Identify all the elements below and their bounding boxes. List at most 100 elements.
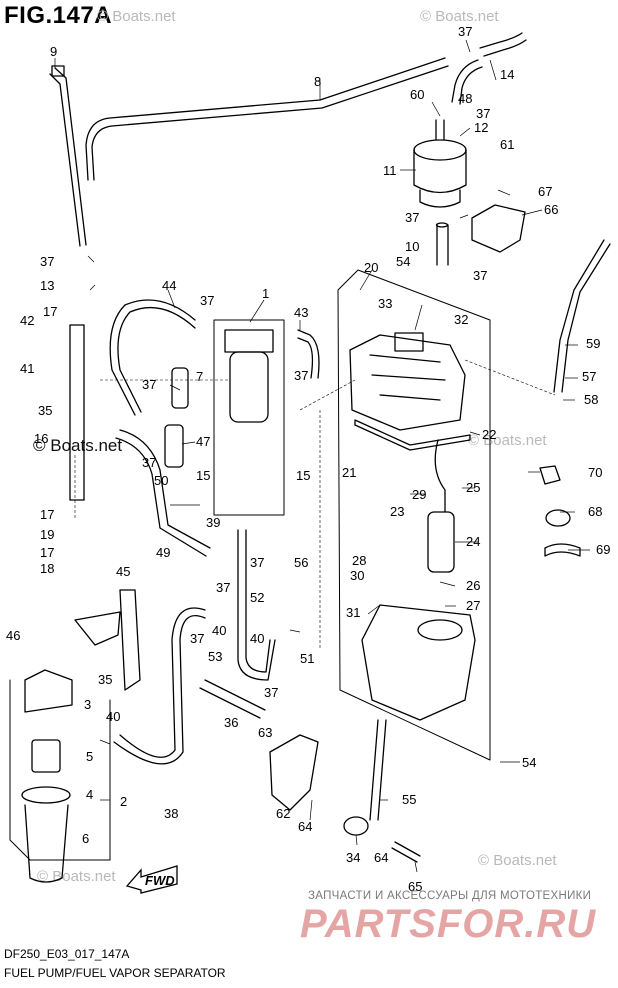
callout: 38	[164, 806, 178, 821]
callout: 64	[374, 850, 388, 865]
callout: 37	[142, 455, 156, 470]
hose-53	[237, 529, 276, 681]
hose-38-edge	[113, 614, 206, 765]
hose-48-edge	[459, 66, 483, 105]
callout: 55	[402, 792, 416, 807]
separator-cover-detail	[369, 354, 446, 401]
watermark-boats-net: © Boats.net	[97, 8, 176, 25]
float-chamber	[361, 604, 476, 721]
callout: 15	[296, 468, 310, 483]
callout: 35	[38, 403, 52, 418]
connector-7	[171, 367, 189, 409]
callout: 28	[352, 553, 366, 568]
callout: 7	[196, 369, 203, 384]
callout: 34	[346, 850, 360, 865]
callout: 56	[294, 555, 308, 570]
callout: 27	[466, 598, 480, 613]
callout: 37	[190, 631, 204, 646]
watermark-boats-net: © Boats.net	[420, 8, 499, 25]
hose-59-edge	[553, 239, 605, 393]
filter-11-top	[413, 139, 467, 161]
bracket-62	[269, 734, 319, 811]
callout: 9	[50, 44, 57, 59]
callout: 6	[82, 831, 89, 846]
clip-70	[539, 465, 561, 485]
grommet-68	[545, 509, 571, 527]
watermark-boats-net-dark: © Boats.net	[33, 436, 123, 455]
callout: 24	[466, 534, 480, 549]
bracket-45-plate	[74, 611, 121, 646]
callout: 41	[20, 361, 34, 376]
callout: 33	[378, 296, 392, 311]
model-code: DF250_E03_017_147A	[4, 947, 130, 961]
callout: 54	[522, 755, 536, 770]
tie-clip	[51, 65, 65, 77]
clamp-69	[544, 543, 581, 557]
hose-44	[109, 299, 196, 416]
callout: 57	[582, 369, 596, 384]
figure-caption: FUEL PUMP/FUEL VAPOR SEPARATOR	[4, 966, 226, 980]
callout: 26	[466, 578, 480, 593]
watermark-boats-net: © Boats.net	[478, 852, 557, 869]
advert-line: ЗАПЧАСТИ И АКСЕССУАРЫ ДЛЯ МОТОТЕХНИКИ	[308, 890, 592, 902]
callout: 32	[454, 312, 468, 327]
callout: 13	[40, 278, 54, 293]
callout: 12	[474, 120, 488, 135]
hose-36	[199, 679, 266, 719]
callout: 1	[262, 286, 269, 301]
callout: 37	[250, 555, 264, 570]
callout: 60	[410, 87, 424, 102]
callout: 20	[364, 260, 378, 275]
callout: 37	[216, 580, 230, 595]
cable-tie-9	[54, 67, 87, 246]
callout: 25	[466, 480, 480, 495]
hose-49-edge	[115, 437, 207, 557]
callout: 23	[390, 504, 404, 519]
callout: 64	[298, 819, 312, 834]
callout: 37	[476, 106, 490, 121]
hose-53-edge	[245, 529, 271, 673]
filter-bowl-6	[24, 804, 69, 883]
filter-neck	[435, 119, 445, 141]
pump-1-bracket	[213, 319, 285, 516]
callout: 67	[538, 184, 552, 199]
callout: 11	[383, 163, 397, 178]
callout: 37	[200, 293, 214, 308]
bracket-66	[471, 204, 526, 253]
callout: 70	[588, 465, 602, 480]
callout: 45	[116, 564, 130, 579]
callout: 61	[500, 137, 514, 152]
callout: 10	[405, 239, 419, 254]
bracket-2-frame	[9, 679, 111, 861]
callout: 69	[596, 542, 610, 557]
rail-16	[69, 324, 85, 501]
callout: 3	[84, 697, 91, 712]
pump-1-body	[229, 351, 269, 423]
callout: 59	[586, 336, 600, 351]
hose-48	[451, 59, 479, 103]
hose-14	[479, 32, 523, 49]
hose-8-edge	[91, 65, 449, 181]
hose-43-edge	[297, 337, 314, 379]
filter-5	[31, 739, 61, 773]
callout: 49	[156, 545, 170, 560]
callout: 36	[224, 715, 238, 730]
hose-38	[119, 607, 206, 758]
callout: 51	[300, 651, 314, 666]
connector-47	[164, 424, 184, 468]
separator-frame	[337, 269, 491, 761]
filter-11-body	[413, 149, 467, 194]
hose-8	[85, 57, 446, 181]
callout: 66	[544, 202, 558, 217]
hose-10	[436, 224, 449, 266]
callout: 47	[196, 434, 210, 449]
callout: 42	[20, 313, 34, 328]
hose-59	[561, 243, 611, 393]
hose-14-edge	[483, 39, 527, 57]
callout: 37	[40, 254, 54, 269]
callout: 37	[142, 377, 156, 392]
callout: 48	[458, 91, 472, 106]
callout: 8	[314, 74, 321, 89]
callout: 46	[6, 628, 20, 643]
callout: 14	[500, 67, 514, 82]
